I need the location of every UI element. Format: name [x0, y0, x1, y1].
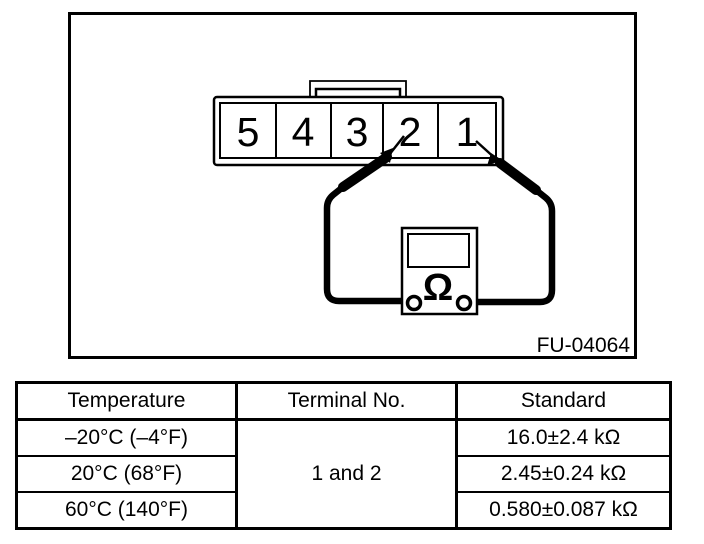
standard-value: 0.580±0.087 kΩ	[455, 491, 672, 530]
spec-table: Temperature Terminal No. Standard –20°C …	[15, 381, 672, 530]
probe-tip-right	[487, 153, 502, 166]
header-terminal-no: Terminal No.	[235, 381, 458, 421]
temperature-value: 60°C (140°F)	[15, 491, 238, 530]
multimeter-display	[407, 233, 470, 268]
connector-test-figure: 5 4 3 2 1 Ω FU-04064	[68, 12, 637, 359]
multimeter: Ω	[400, 226, 479, 316]
pin-label-3: 3	[346, 109, 369, 155]
table-row: –20°C (–4°F) 1 and 2 16.0±2.4 kΩ	[15, 418, 672, 530]
pin-label-5: 5	[237, 109, 260, 155]
connector-housing-inner	[219, 102, 497, 159]
figure-code-label: FU-04064	[537, 334, 631, 357]
connector: 5 4 3 2 1	[212, 80, 505, 167]
temperature-value: –20°C (–4°F)	[15, 418, 238, 457]
header-temperature: Temperature	[15, 381, 238, 421]
probe-body-left	[338, 152, 392, 192]
standard-value: 2.45±0.24 kΩ	[455, 455, 672, 493]
connector-housing-outer	[212, 95, 505, 167]
meter-terminal-right	[455, 294, 473, 312]
ohm-symbol: Ω	[423, 267, 453, 309]
figure-frame	[68, 12, 637, 359]
table-row: 60°C (140°F) 0.580±0.087 kΩ	[15, 491, 672, 530]
connector-tab-outer	[309, 80, 407, 97]
terminal-no-value: 1 and 2	[235, 418, 458, 530]
spec-table-header-row: Temperature Terminal No. Standard	[15, 381, 672, 421]
lead-wire-right	[471, 187, 556, 306]
test-lead-left	[323, 135, 407, 305]
header-standard: Standard	[455, 381, 672, 421]
lead-wire-left	[323, 184, 407, 305]
probe-body-right	[495, 158, 541, 195]
pin-label-4: 4	[292, 109, 315, 155]
table-row: 20°C (68°F) 2.45±0.24 kΩ	[15, 455, 672, 493]
standard-value: 16.0±2.4 kΩ	[455, 418, 672, 457]
temperature-value: 20°C (68°F)	[15, 455, 238, 493]
test-lead-right	[471, 140, 556, 306]
meter-terminal-left	[405, 294, 423, 312]
pin-label-1: 1	[456, 109, 479, 155]
pin-label-2: 2	[399, 109, 422, 155]
